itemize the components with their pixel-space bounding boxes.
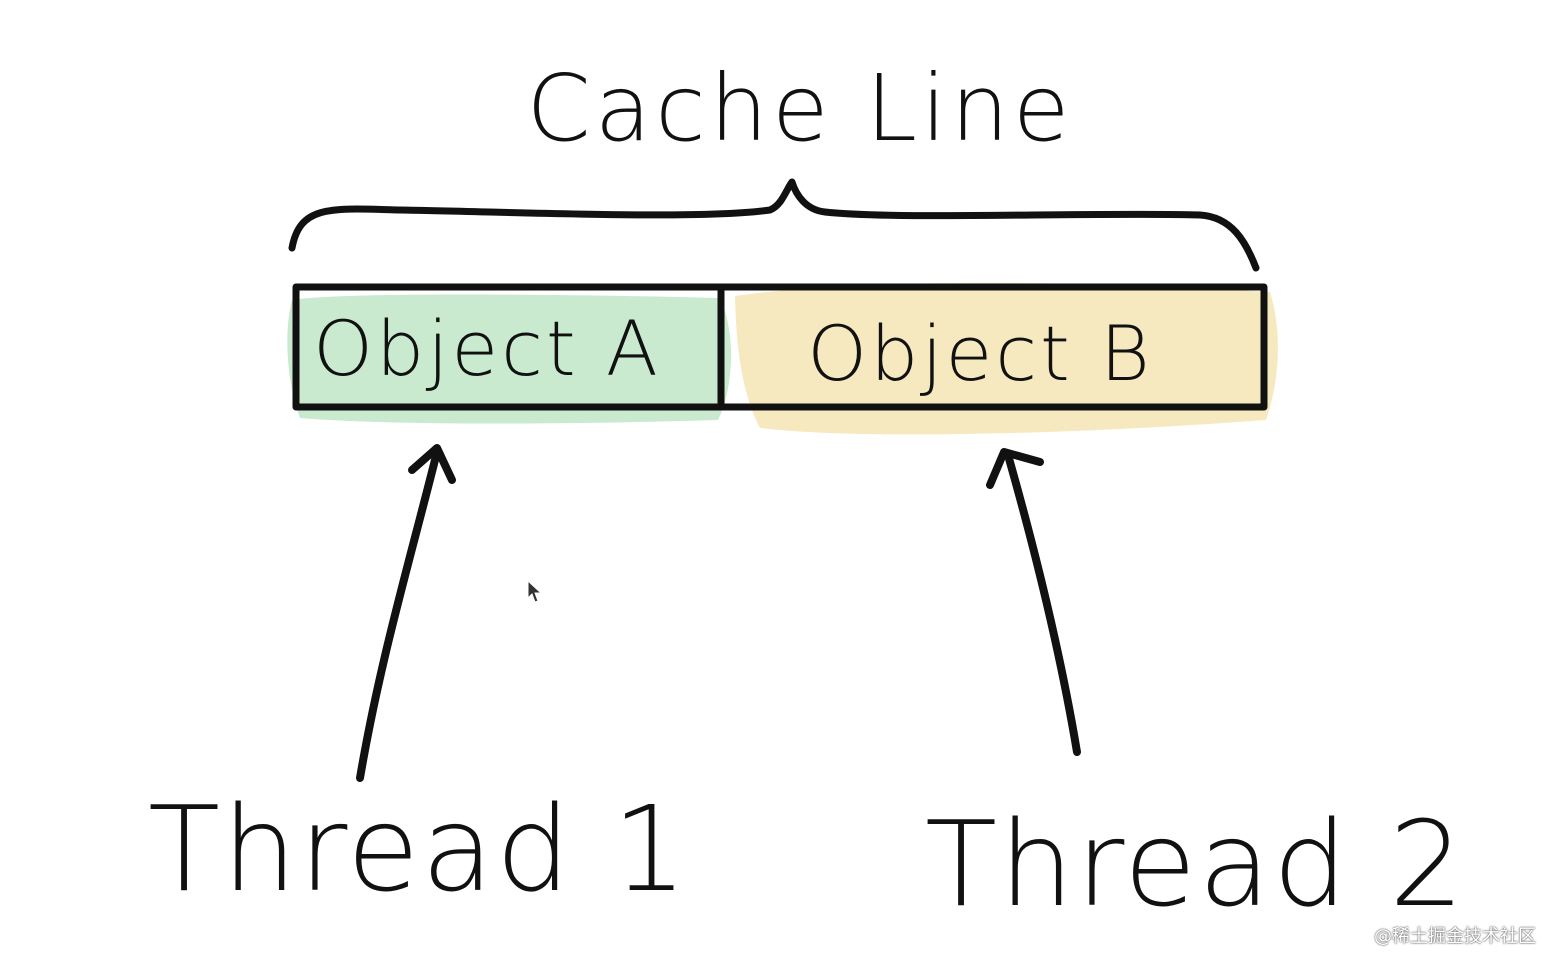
thread-1-label: Thread 1: [148, 780, 689, 918]
thread-1-arrow: [356, 444, 456, 782]
object-b-highlight: [735, 282, 1278, 435]
object-a-label: Object A: [313, 304, 661, 393]
cache-line-brace: [288, 178, 1260, 272]
mouse-pointer-icon: [527, 580, 543, 603]
object-b-label: Object B: [807, 309, 1152, 398]
thread-2-label: Thread 2: [925, 795, 1466, 933]
object-a-highlight: [287, 294, 732, 424]
thread-2-arrow: [986, 448, 1081, 756]
watermark: @稀土掘金技术社区: [1374, 926, 1536, 947]
diagram-title: Cache Line: [526, 55, 1073, 162]
cache-line-box: [292, 283, 1268, 411]
